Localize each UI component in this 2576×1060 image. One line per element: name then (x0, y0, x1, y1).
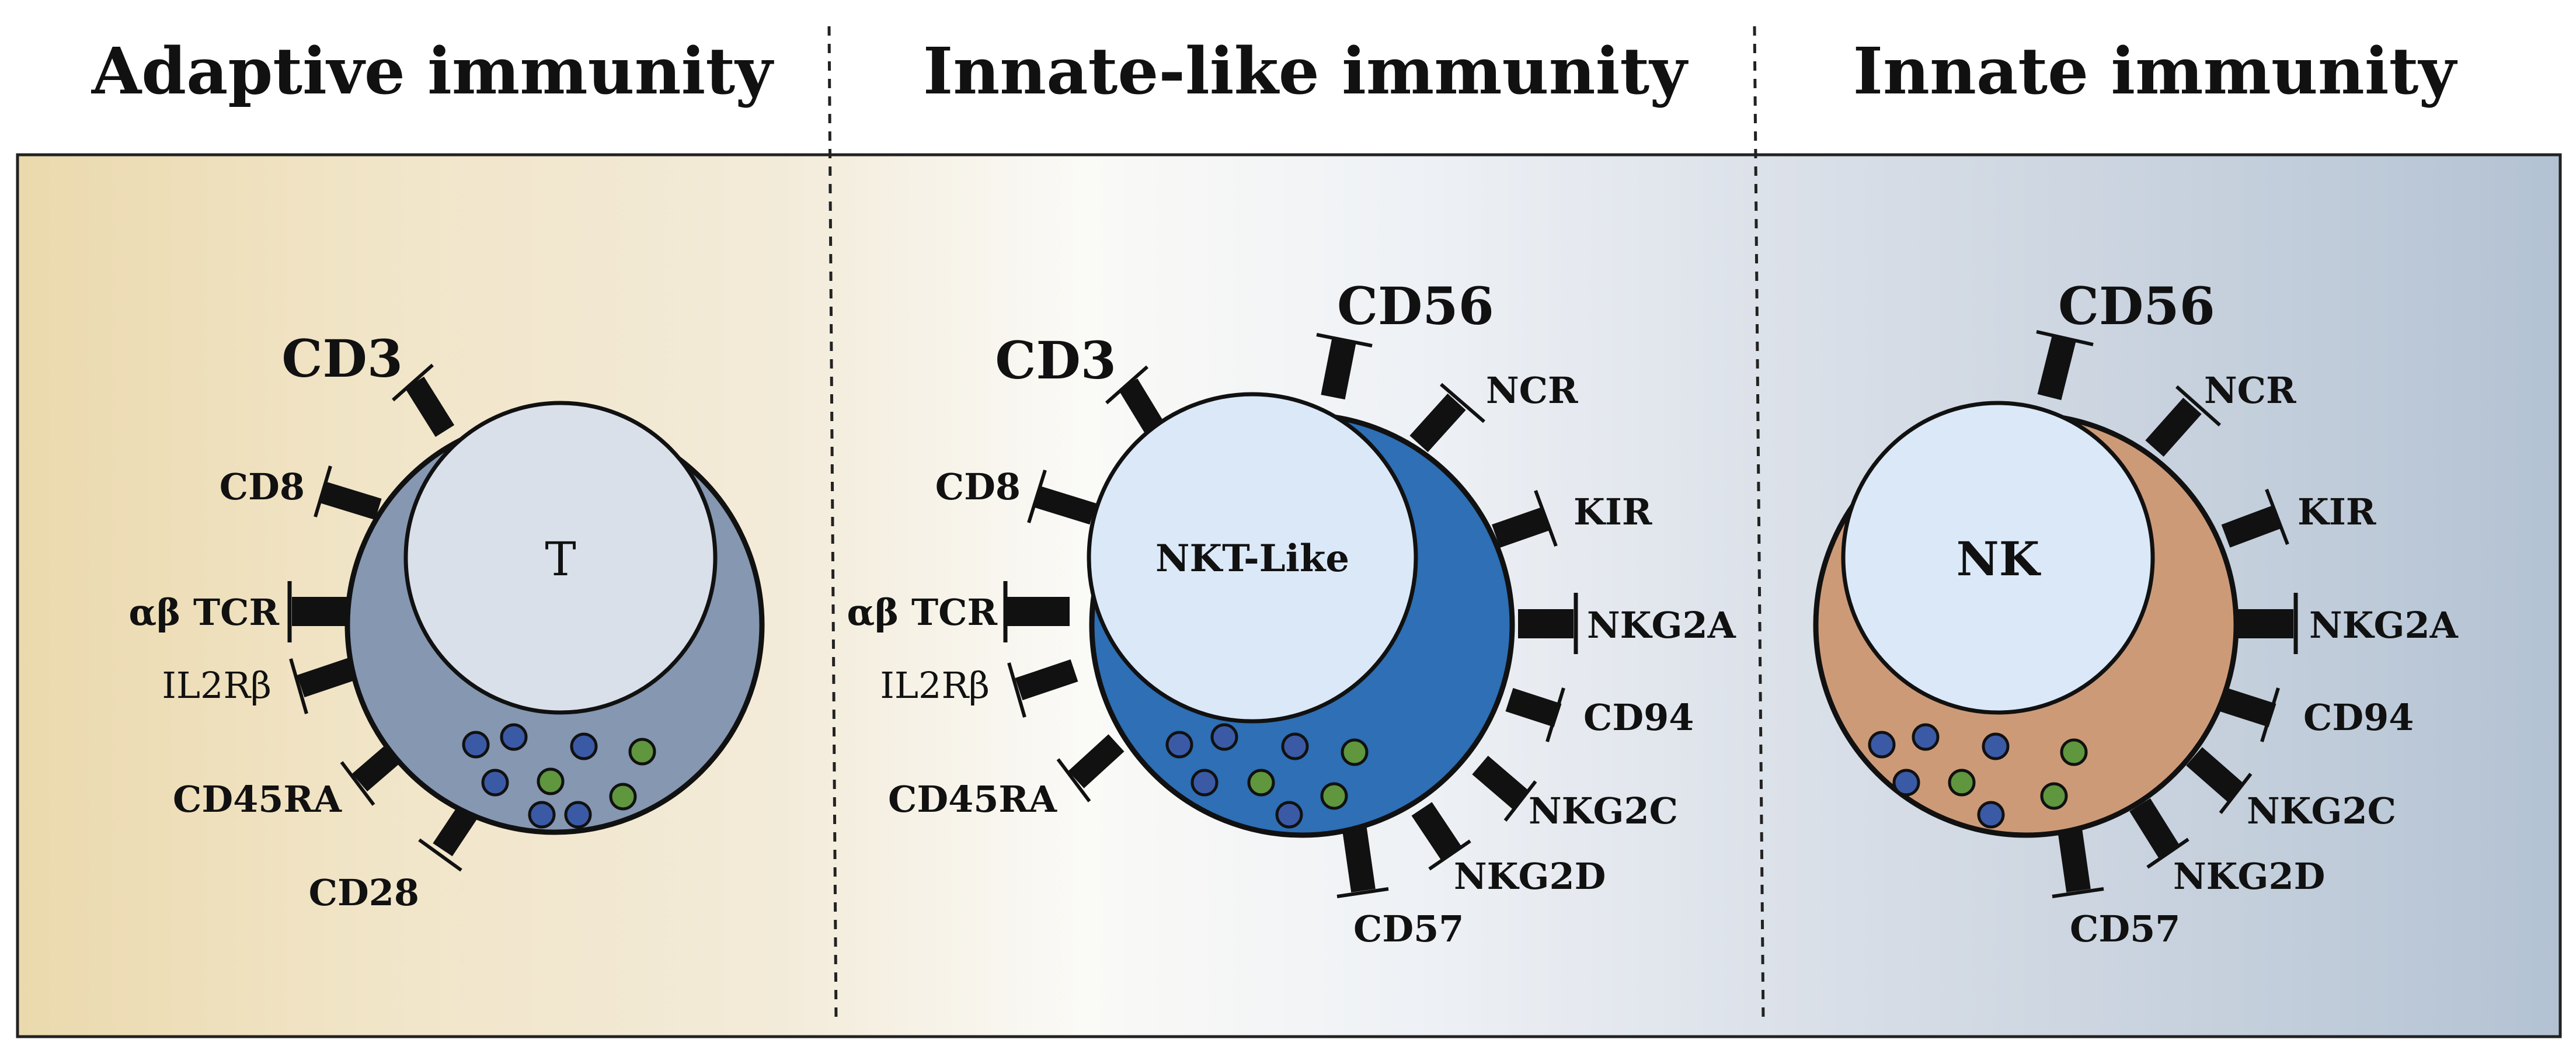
label-cd94: CD94 (1583, 696, 1694, 739)
granule (2060, 738, 2088, 766)
receptor-cd57 (1336, 828, 1389, 898)
granule (564, 801, 592, 829)
granule (1320, 782, 1348, 810)
receptor-il2rb (1007, 659, 1078, 718)
label-nkg2d: NKG2D (2173, 855, 2325, 898)
granule (1982, 732, 2010, 760)
nkt-like-cell-nucleus (1087, 392, 1418, 724)
granule (1977, 801, 2005, 829)
granule (1247, 769, 1275, 797)
granule (1190, 769, 1219, 797)
label-cd8: CD8 (220, 465, 305, 508)
heading-innate-like-immunity: Innate-like immunity (923, 33, 1689, 109)
receptor-nkg2a (1518, 593, 1578, 654)
granule (528, 801, 556, 829)
label-cd56: CD56 (1337, 276, 1494, 336)
nkt-like-cell-granules (1165, 723, 1369, 829)
granule (481, 769, 509, 797)
label-cd3: CD3 (281, 328, 403, 389)
granule (609, 783, 637, 811)
nkt-like-cell-label: NKT-Like (1155, 537, 1349, 581)
receptor-nkg2a (2233, 593, 2298, 654)
receptor-cd94 (1505, 687, 1565, 742)
granule (1341, 738, 1369, 766)
granule (1892, 769, 1920, 797)
label-ab-tcr: αβ TCR (847, 591, 998, 634)
separator-right (1753, 26, 1765, 1023)
granule (1281, 732, 1309, 760)
nk-cell: NK CD56 NCR KIR NKG2A CD94 NKG2C NKG2D C… (1813, 276, 2459, 950)
receptor-nkg2d (1411, 802, 1471, 871)
receptor-cd45ra (1056, 734, 1125, 802)
granule (628, 738, 656, 766)
receptor-nkg2d (2129, 798, 2189, 869)
label-ab-tcr: αβ TCR (129, 591, 280, 634)
label-kir: KIR (2297, 491, 2376, 533)
receptor-cd56 (2036, 330, 2094, 401)
label-cd57: CD57 (2070, 908, 2180, 950)
granule (2040, 782, 2068, 810)
t-cell: T CD3 CD8 αβ TCR IL2Rβ CD45RA CD28 (129, 328, 765, 914)
label-ncr: NCR (1486, 369, 1578, 412)
label-cd94: CD94 (2303, 696, 2414, 739)
separator-left (827, 26, 838, 1023)
nk-cell-nucleus (1841, 401, 2155, 715)
heading-adaptive-immunity: Adaptive immunity (91, 33, 774, 109)
label-nkg2d: NKG2D (1454, 855, 1606, 898)
receptor-ab-tcr (287, 581, 353, 642)
label-cd57: CD57 (1353, 908, 1464, 950)
granule (1868, 731, 1896, 759)
nk-cell-label: NK (1957, 531, 2041, 586)
receptor-ab-tcr (1003, 581, 1070, 642)
label-nkg2a: NKG2A (1587, 604, 1736, 647)
granule (537, 767, 565, 795)
receptor-kir (2221, 488, 2289, 548)
label-nkg2c: NKG2C (1529, 790, 1678, 832)
label-cd45ra: CD45RA (888, 778, 1057, 821)
granule (462, 731, 490, 759)
granule (1275, 801, 1303, 829)
label-cd3: CD3 (995, 330, 1116, 391)
receptor-cd8 (1027, 470, 1096, 525)
t-cell-nucleus (403, 401, 718, 715)
granule (1948, 769, 1976, 797)
label-cd8: CD8 (935, 465, 1021, 508)
label-nkg2c: NKG2C (2247, 790, 2396, 832)
label-nkg2a: NKG2A (2309, 604, 2459, 647)
granule (570, 732, 598, 760)
t-cell-granules (462, 723, 656, 829)
label-cd28: CD28 (309, 871, 419, 914)
receptor-cd94 (2219, 687, 2280, 742)
label-il2rb: IL2Rβ (162, 664, 271, 707)
receptor-kir (1492, 489, 1558, 548)
receptor-cd57 (2052, 828, 2104, 898)
label-cd56: CD56 (2058, 276, 2215, 336)
label-ncr: NCR (2204, 369, 2296, 412)
heading-innate-immunity: Innate immunity (1853, 33, 2458, 109)
receptor-il2rb (289, 656, 360, 714)
label-kir: KIR (1574, 491, 1652, 533)
receptor-cd3 (392, 363, 455, 437)
receptor-ncr (1409, 383, 1485, 453)
label-il2rb: IL2Rβ (880, 664, 990, 707)
nk-cell-granules (1868, 723, 2088, 829)
t-cell-label: T (545, 532, 576, 586)
receptor-ncr (2145, 385, 2221, 457)
receptor-nkg2c (2186, 747, 2253, 814)
receptor-nkg2c (1472, 756, 1537, 822)
receptor-cd8 (314, 465, 382, 520)
label-cd45ra: CD45RA (173, 778, 342, 821)
granule (1165, 731, 1193, 759)
granule (500, 723, 528, 751)
granule (1912, 723, 1940, 751)
receptor-cd56 (1316, 333, 1373, 400)
nkt-like-cell: NKT-Like CD3 CD8 αβ TCR IL2Rβ CD45RA CD5… (847, 276, 1736, 950)
granule (1210, 723, 1238, 751)
